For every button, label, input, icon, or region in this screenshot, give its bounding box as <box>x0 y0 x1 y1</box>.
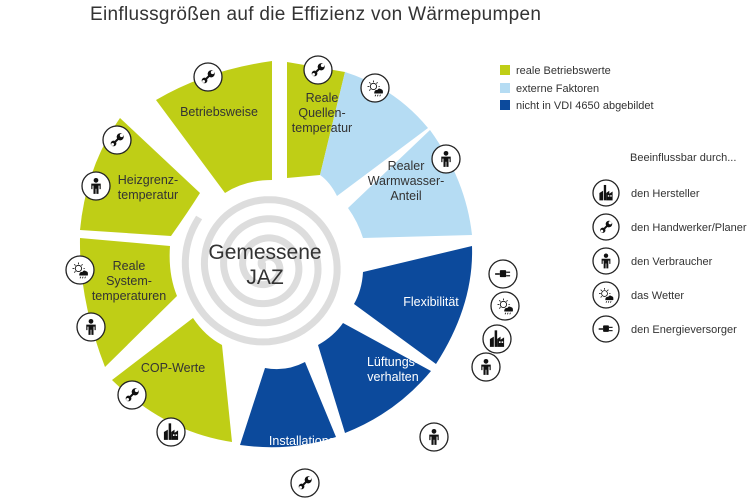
wrench-icon <box>303 55 333 85</box>
factory-icon <box>482 324 512 354</box>
segment-label-2: Flexibilität <box>403 295 459 309</box>
plug-icon <box>488 259 518 289</box>
influencer-label-0: den Hersteller <box>631 188 700 200</box>
legend-swatch-blue <box>500 100 510 110</box>
legend-swatch-lightblue <box>500 83 510 93</box>
wrench-icon <box>592 213 620 241</box>
factory-icon <box>156 417 186 447</box>
center-label-line2: JAZ <box>246 266 284 289</box>
segment-betriebsweise <box>156 61 272 193</box>
weather-icon <box>490 291 520 321</box>
factory-icon <box>592 179 620 207</box>
segment-lueftungsverhalten <box>318 323 431 433</box>
wrench-icon <box>117 380 147 410</box>
person-icon <box>592 247 620 275</box>
factor-segments <box>79 61 473 448</box>
weather-icon <box>65 255 95 285</box>
center-label-line1: Gemessene <box>208 241 321 264</box>
legend-categories: reale Betriebswerte externe Faktoren nic… <box>500 65 654 112</box>
influencer-label-3: das Wetter <box>631 290 684 302</box>
person-icon <box>431 144 461 174</box>
person-icon <box>81 171 111 201</box>
segment-label-3: Lüftungs-verhalten <box>367 355 419 384</box>
segment-quellentemperatur-green <box>287 62 345 178</box>
influencer-label-1: den Handwerker/Planer <box>631 222 747 234</box>
legend-swatch-green <box>500 65 510 75</box>
wrench-icon <box>193 62 223 92</box>
diagram-title: Einflussgrößen auf die Effizienz von Wär… <box>90 4 542 25</box>
segment-label-7: Heizgrenz-temperatur <box>118 173 178 202</box>
segment-flexibilitaet <box>354 246 473 364</box>
segment-label-8: Betriebsweise <box>180 105 258 119</box>
person-icon <box>76 312 106 342</box>
weather-icon <box>592 281 620 309</box>
spiral-line <box>181 196 341 346</box>
influencer-label-2: den Verbraucher <box>631 256 713 268</box>
legend-influencers: Beeinflussbar durch... den Hersteller den… <box>592 152 747 343</box>
legend-label-lightblue: externe Faktoren <box>516 83 599 95</box>
influencers-title: Beeinflussbar durch... <box>630 152 736 164</box>
legend-label-green: reale Betriebswerte <box>516 65 611 77</box>
segment-systemtemperaturen <box>79 238 177 367</box>
person-icon <box>419 422 449 452</box>
wrench-icon <box>102 125 132 155</box>
wrench-icon <box>290 468 320 498</box>
segment-installationsqualitaet <box>240 362 336 448</box>
segment-label-4: Installations-qualität <box>269 434 339 463</box>
segment-quellentemperatur-blue <box>320 72 428 196</box>
segment-icons <box>65 55 520 498</box>
plug-icon <box>592 315 620 343</box>
weather-icon <box>360 73 390 103</box>
legend-label-blue: nicht in VDI 4650 abgebildet <box>516 100 654 112</box>
influencer-label-4: den Energieversorger <box>631 324 737 336</box>
center-spiral <box>176 176 356 356</box>
segment-cop-werte <box>112 318 232 442</box>
segment-label-5: COP-Werte <box>141 361 205 375</box>
person-icon <box>471 352 501 382</box>
